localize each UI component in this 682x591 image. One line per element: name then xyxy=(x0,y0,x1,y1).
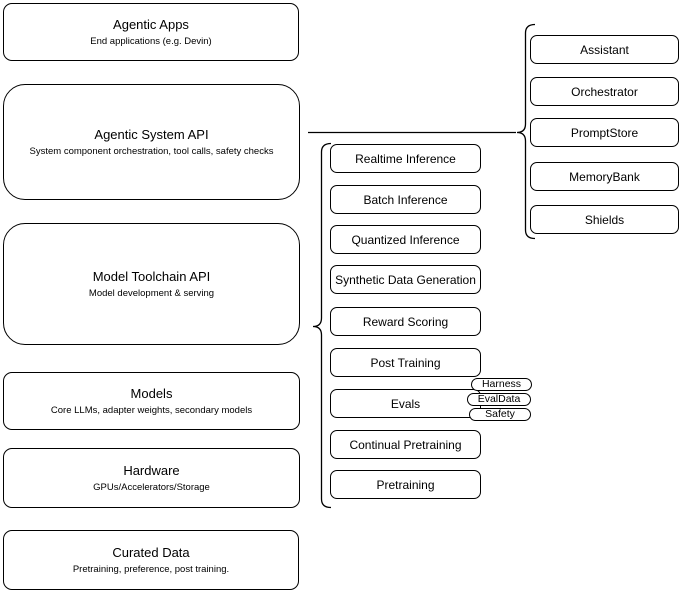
tag-label: Safety xyxy=(485,408,515,420)
node-models: Models Core LLMs, adapter weights, secon… xyxy=(3,372,300,430)
node-label: Assistant xyxy=(580,42,629,57)
node-memorybank: MemoryBank xyxy=(530,162,679,191)
tag-label: Harness xyxy=(481,378,522,390)
node-title: Agentic Apps xyxy=(113,16,189,32)
node-pretraining: Pretraining xyxy=(330,470,481,499)
node-title: Models xyxy=(130,385,173,401)
node-evals: Evals xyxy=(330,389,481,418)
node-label: Reward Scoring xyxy=(362,314,449,329)
node-continual-pretraining: Continual Pretraining xyxy=(330,430,481,459)
node-shields: Shields xyxy=(530,205,679,234)
node-model-toolchain-api: Model Toolchain API Model development & … xyxy=(3,223,300,345)
node-quantized-inference: Quantized Inference xyxy=(330,225,481,254)
node-subtitle: Pretraining, preference, post training. xyxy=(72,563,230,575)
node-hardware: Hardware GPUs/Accelerators/Storage xyxy=(3,448,300,508)
node-label: Synthetic Data Generation xyxy=(335,272,476,287)
node-subtitle: Core LLMs, adapter weights, secondary mo… xyxy=(50,404,253,416)
node-title: Agentic System API xyxy=(94,126,209,142)
node-orchestrator: Orchestrator xyxy=(530,77,679,106)
node-label: Orchestrator xyxy=(571,84,638,99)
node-subtitle: System component orchestration, tool cal… xyxy=(29,145,274,157)
node-subtitle: GPUs/Accelerators/Storage xyxy=(93,481,210,493)
node-batch-inference: Batch Inference xyxy=(330,185,481,214)
node-realtime-inference: Realtime Inference xyxy=(330,144,481,173)
node-label: Continual Pretraining xyxy=(349,437,462,452)
node-label: PromptStore xyxy=(570,125,639,140)
tag-evaldata: EvalData xyxy=(467,393,531,406)
node-label: Pretraining xyxy=(376,477,435,492)
node-label: Shields xyxy=(584,212,625,227)
node-label: MemoryBank xyxy=(569,169,640,184)
tag-harness: Harness xyxy=(471,378,532,391)
node-post-training: Post Training xyxy=(330,348,481,377)
node-title: Model Toolchain API xyxy=(92,268,211,284)
node-label: Realtime Inference xyxy=(355,151,456,166)
tag-safety: Safety xyxy=(469,408,531,421)
node-subtitle: Model development & serving xyxy=(88,287,215,299)
node-label: Quantized Inference xyxy=(351,232,460,247)
node-title: Hardware xyxy=(123,462,180,478)
node-agentic-system-api: Agentic System API System component orch… xyxy=(3,84,300,200)
node-title: Curated Data xyxy=(112,544,190,560)
node-label: Evals xyxy=(390,396,421,411)
node-label: Batch Inference xyxy=(363,192,448,207)
node-reward-scoring: Reward Scoring xyxy=(330,307,481,336)
toolchain-brace xyxy=(312,142,332,509)
tag-label: EvalData xyxy=(477,393,521,405)
node-label: Post Training xyxy=(370,355,441,370)
node-synthetic-data-generation: Synthetic Data Generation xyxy=(330,265,481,294)
node-promptstore: PromptStore xyxy=(530,118,679,147)
node-curated-data: Curated Data Pretraining, preference, po… xyxy=(3,530,299,590)
node-subtitle: End applications (e.g. Devin) xyxy=(90,35,212,47)
node-assistant: Assistant xyxy=(530,35,679,64)
node-agentic-apps: Agentic Apps End applications (e.g. Devi… xyxy=(3,3,299,61)
